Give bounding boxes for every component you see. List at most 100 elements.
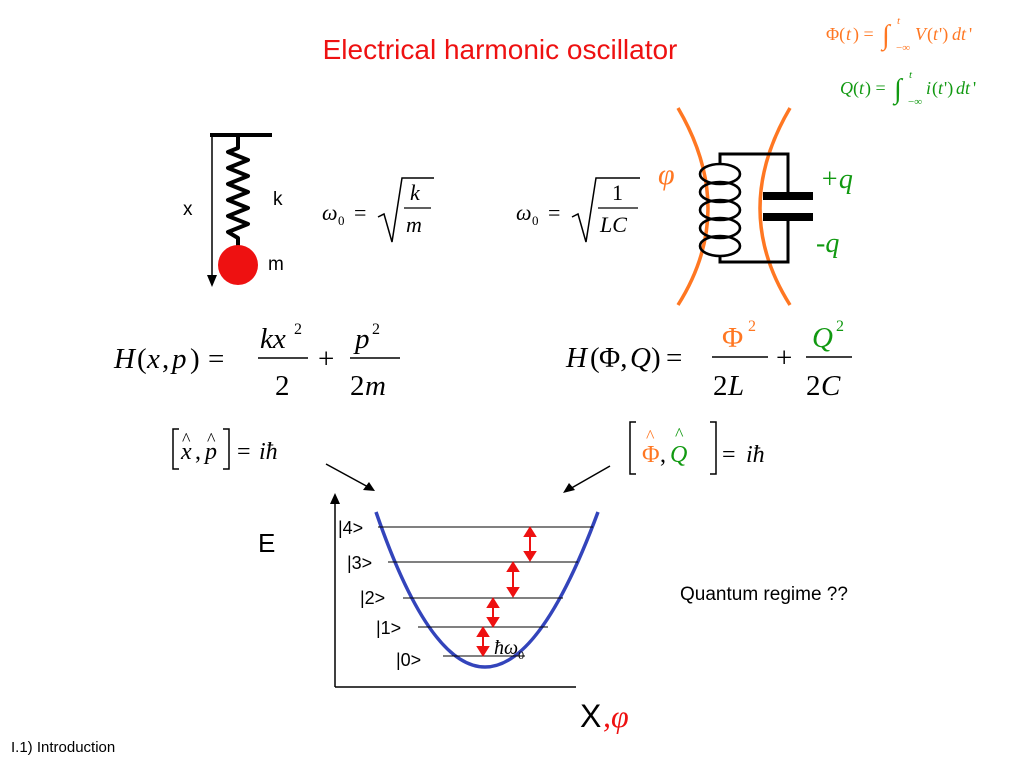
svg-text:t: t — [859, 78, 865, 98]
svg-text:=: = — [548, 200, 560, 225]
svg-text:^: ^ — [207, 429, 216, 449]
svg-text:Q: Q — [630, 342, 651, 374]
svg-text:=: = — [208, 343, 224, 375]
x-label: x — [183, 199, 193, 220]
svg-text:': ' — [969, 24, 972, 44]
field-line-right — [758, 107, 792, 306]
svg-text:Q: Q — [670, 442, 687, 468]
potential-parabola — [374, 511, 600, 669]
level-0: |0> — [396, 650, 421, 670]
svg-text:LC: LC — [599, 212, 627, 237]
footer-label: I.1) Introduction — [11, 739, 116, 756]
quantum-regime-text: Quantum regime ?? — [680, 584, 848, 605]
svg-text:2: 2 — [806, 370, 821, 402]
minus-q-label: -q — [816, 228, 839, 259]
svg-text:Q: Q — [840, 78, 853, 98]
svg-text:H: H — [565, 342, 589, 374]
svg-text:=: = — [722, 442, 736, 468]
svg-text:dt: dt — [952, 24, 967, 44]
svg-text:^: ^ — [675, 424, 684, 444]
inductor-coil — [698, 162, 742, 258]
svg-text:p: p — [353, 323, 370, 355]
svg-text:'): ') — [939, 24, 948, 45]
k-label: k — [273, 189, 283, 210]
svg-text:(: ( — [932, 78, 938, 99]
svg-text:) =: ) = — [853, 24, 874, 45]
svg-text:2: 2 — [748, 318, 756, 335]
svg-text:H: H — [113, 343, 137, 375]
m-label: m — [268, 254, 284, 275]
svg-text:t: t — [846, 24, 852, 44]
x-axis-phi-label: ,φ — [603, 698, 629, 734]
svg-text:^: ^ — [646, 426, 655, 446]
svg-text:Q: Q — [812, 322, 833, 354]
svg-text:m: m — [406, 212, 422, 237]
svg-text:^: ^ — [182, 429, 191, 449]
svg-text:−∞: −∞ — [908, 96, 922, 108]
svg-text:) =: ) = — [865, 78, 886, 99]
level-1: |1> — [376, 618, 401, 638]
svg-text:=: = — [354, 200, 366, 225]
svg-text:': ' — [973, 78, 976, 98]
svg-text:2: 2 — [372, 321, 380, 338]
svg-text:iħ: iħ — [259, 439, 278, 465]
svg-text:i: i — [926, 78, 931, 98]
level-4: |4> — [338, 518, 363, 538]
svg-text:C: C — [821, 370, 841, 402]
charge-definition: Q(t) = ∫ t −∞ i(t') dt' — [840, 69, 976, 108]
svg-text:2: 2 — [294, 321, 302, 338]
svg-text:,: , — [660, 442, 666, 468]
transition-arrows — [476, 526, 537, 657]
svg-text:t: t — [909, 69, 913, 81]
svg-text:0: 0 — [338, 213, 345, 228]
svg-text:t: t — [933, 24, 939, 44]
pointer-arrows — [325, 463, 611, 493]
capacitor-plate-bottom — [763, 213, 813, 221]
spring — [226, 135, 250, 246]
svg-text:(: ( — [137, 343, 147, 375]
svg-text:p: p — [170, 343, 187, 375]
field-line-left — [676, 107, 710, 306]
svg-text:1: 1 — [612, 180, 623, 205]
svg-text:=: = — [237, 439, 251, 465]
svg-text:m: m — [365, 370, 386, 402]
svg-text:−∞: −∞ — [896, 42, 910, 54]
hbar-omega-label: ħω0 — [494, 637, 524, 662]
definitions: Φ(t) = ∫ t −∞ V(t') dt' Q(t) = ∫ t −∞ i(… — [826, 15, 976, 108]
svg-text:(: ( — [927, 24, 933, 45]
mass-spring-diagram: x k m — [183, 133, 284, 287]
svg-text:): ) — [651, 342, 661, 374]
svg-text:2: 2 — [713, 370, 728, 402]
svg-text:(: ( — [853, 78, 859, 99]
svg-text:0: 0 — [532, 213, 539, 228]
svg-text:x: x — [180, 439, 192, 465]
svg-text:,: , — [162, 343, 169, 375]
energy-level-diagram: |4> |3> |2> |1> |0> ħω0 E X ,φ — [258, 493, 629, 734]
svg-text:2: 2 — [836, 318, 844, 335]
svg-text:k: k — [410, 180, 421, 205]
svg-text:x: x — [146, 343, 160, 375]
svg-text:Φ,: Φ, — [599, 342, 627, 374]
svg-text:Φ(: Φ( — [826, 24, 845, 45]
x-arrowhead — [207, 275, 217, 287]
mass-ball — [218, 245, 258, 285]
svg-text:L: L — [727, 370, 744, 402]
svg-text:t: t — [897, 15, 901, 27]
svg-text:ω: ω — [516, 200, 532, 225]
svg-text:Φ: Φ — [722, 322, 743, 354]
svg-text:∫: ∫ — [880, 20, 892, 52]
commutator-lc: Φ^ , Q^ = iħ — [629, 421, 765, 475]
svg-text:+: + — [776, 342, 792, 374]
svg-text:=: = — [666, 342, 682, 374]
svg-text:iħ: iħ — [746, 442, 765, 468]
svg-text:t: t — [938, 78, 944, 98]
svg-text:∫: ∫ — [892, 74, 904, 106]
svg-text:dt: dt — [956, 78, 971, 98]
x-axis-label: X — [580, 698, 601, 734]
wire-top — [718, 152, 790, 194]
phi-label: φ — [658, 158, 675, 191]
